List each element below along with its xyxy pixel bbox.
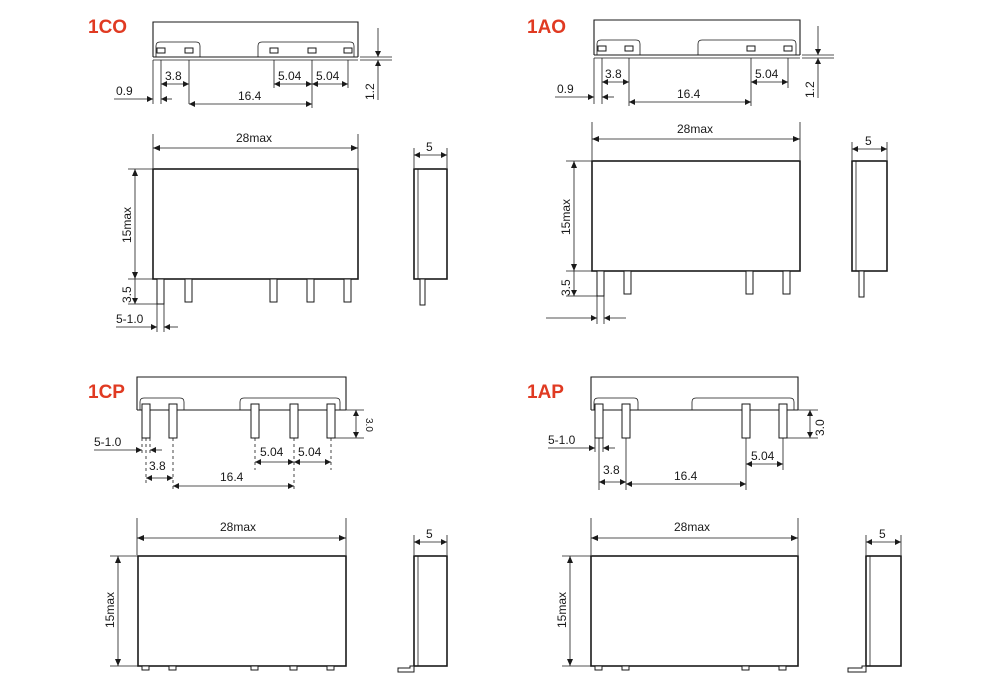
- dim-1ap-pitch3: 5.04: [751, 449, 775, 463]
- dim-1ao-length: 28max: [677, 122, 713, 136]
- dim-1co-pitch4: 5.04: [316, 69, 340, 83]
- dim-1ao-off1: 0.9: [557, 82, 574, 96]
- dim-1cp-width: 5: [426, 527, 433, 541]
- dim-1ao-pitch2: 16.4: [677, 87, 701, 101]
- dim-1ap-height: 15max: [555, 592, 569, 628]
- dim-1co-pitch3: 5.04: [278, 69, 302, 83]
- dim-1co-off1: 0.9: [116, 84, 133, 98]
- dim-1ap-pitch1: 3.8: [603, 463, 620, 477]
- dim-1cp-pitch1: 3.8: [149, 459, 166, 473]
- dim-1cp-pitch3: 5.04: [260, 445, 284, 459]
- dim-1ap-pinh: 3.0: [813, 419, 827, 436]
- view-1ao-top: 3.8 0.9 16.4 5.04 1.2: [555, 19, 834, 106]
- view-1ap-front: 28max 15max: [555, 518, 799, 671]
- view-1cp-side: 5: [397, 527, 448, 673]
- dim-1co-heighttop: 1.2: [363, 83, 377, 100]
- dim-1co-pitch1: 3.8: [165, 69, 182, 83]
- dim-1cp-pitch2: 16.4: [220, 470, 244, 484]
- title-1cp: 1CP: [88, 382, 125, 403]
- dim-1ao-pitch1: 3.8: [605, 67, 622, 81]
- dim-1cp-pinw: 5-1.0: [94, 435, 122, 449]
- dim-1co-length: 28max: [236, 131, 272, 145]
- dim-1ao-width: 5: [865, 134, 872, 148]
- view-1ao-front: 28max 15max 3.5: [546, 122, 801, 324]
- dim-1ao-pitch3: 5.04: [755, 67, 779, 81]
- dim-1co-pinlen: 3.5: [120, 286, 134, 303]
- dim-1ap-pitch2: 16.4: [674, 469, 698, 483]
- dim-1co-width: 5: [426, 140, 433, 154]
- dim-1cp-pinh: 3.0: [363, 418, 374, 432]
- dim-1co-pitch2: 16.4: [238, 89, 262, 103]
- dim-1ao-pinlen: 3.5: [559, 279, 573, 296]
- view-1ap-side: 5: [847, 527, 902, 673]
- dim-1ao-heighttop: 1.2: [803, 81, 817, 98]
- dim-1ap-width: 5: [879, 527, 886, 541]
- dim-1ap-length: 28max: [674, 520, 710, 534]
- title-1ap: 1AP: [527, 382, 564, 403]
- title-1ao: 1AO: [527, 17, 566, 38]
- dim-1cp-length: 28max: [220, 520, 256, 534]
- view-1ao-side: 5: [851, 134, 888, 298]
- dim-1ao-height: 15max: [559, 199, 573, 235]
- view-1co-front: 28max 15max 3.5 5-1.0: [116, 131, 359, 332]
- dim-1cp-height: 15max: [103, 592, 117, 628]
- dim-1co-pinw: 5-1.0: [116, 312, 144, 326]
- view-1co-side: 5: [413, 140, 448, 306]
- view-1ap-top: 5-1.0 3.8 16.4 5.04 3.0: [548, 376, 827, 490]
- view-1cp-front: 28max 15max: [103, 518, 347, 671]
- dim-1ap-pinw: 5-1.0: [548, 433, 576, 447]
- title-1co: 1CO: [88, 17, 127, 38]
- view-1co-top: 3.8 0.9 16.4 5.04 5.04 1.2: [114, 21, 392, 108]
- view-1cp-top: 5-1.0 3.8 16.4 5.04 5.04 3.0: [94, 376, 374, 490]
- dim-1co-height: 15max: [120, 207, 134, 243]
- dim-1cp-pitch4: 5.04: [298, 445, 322, 459]
